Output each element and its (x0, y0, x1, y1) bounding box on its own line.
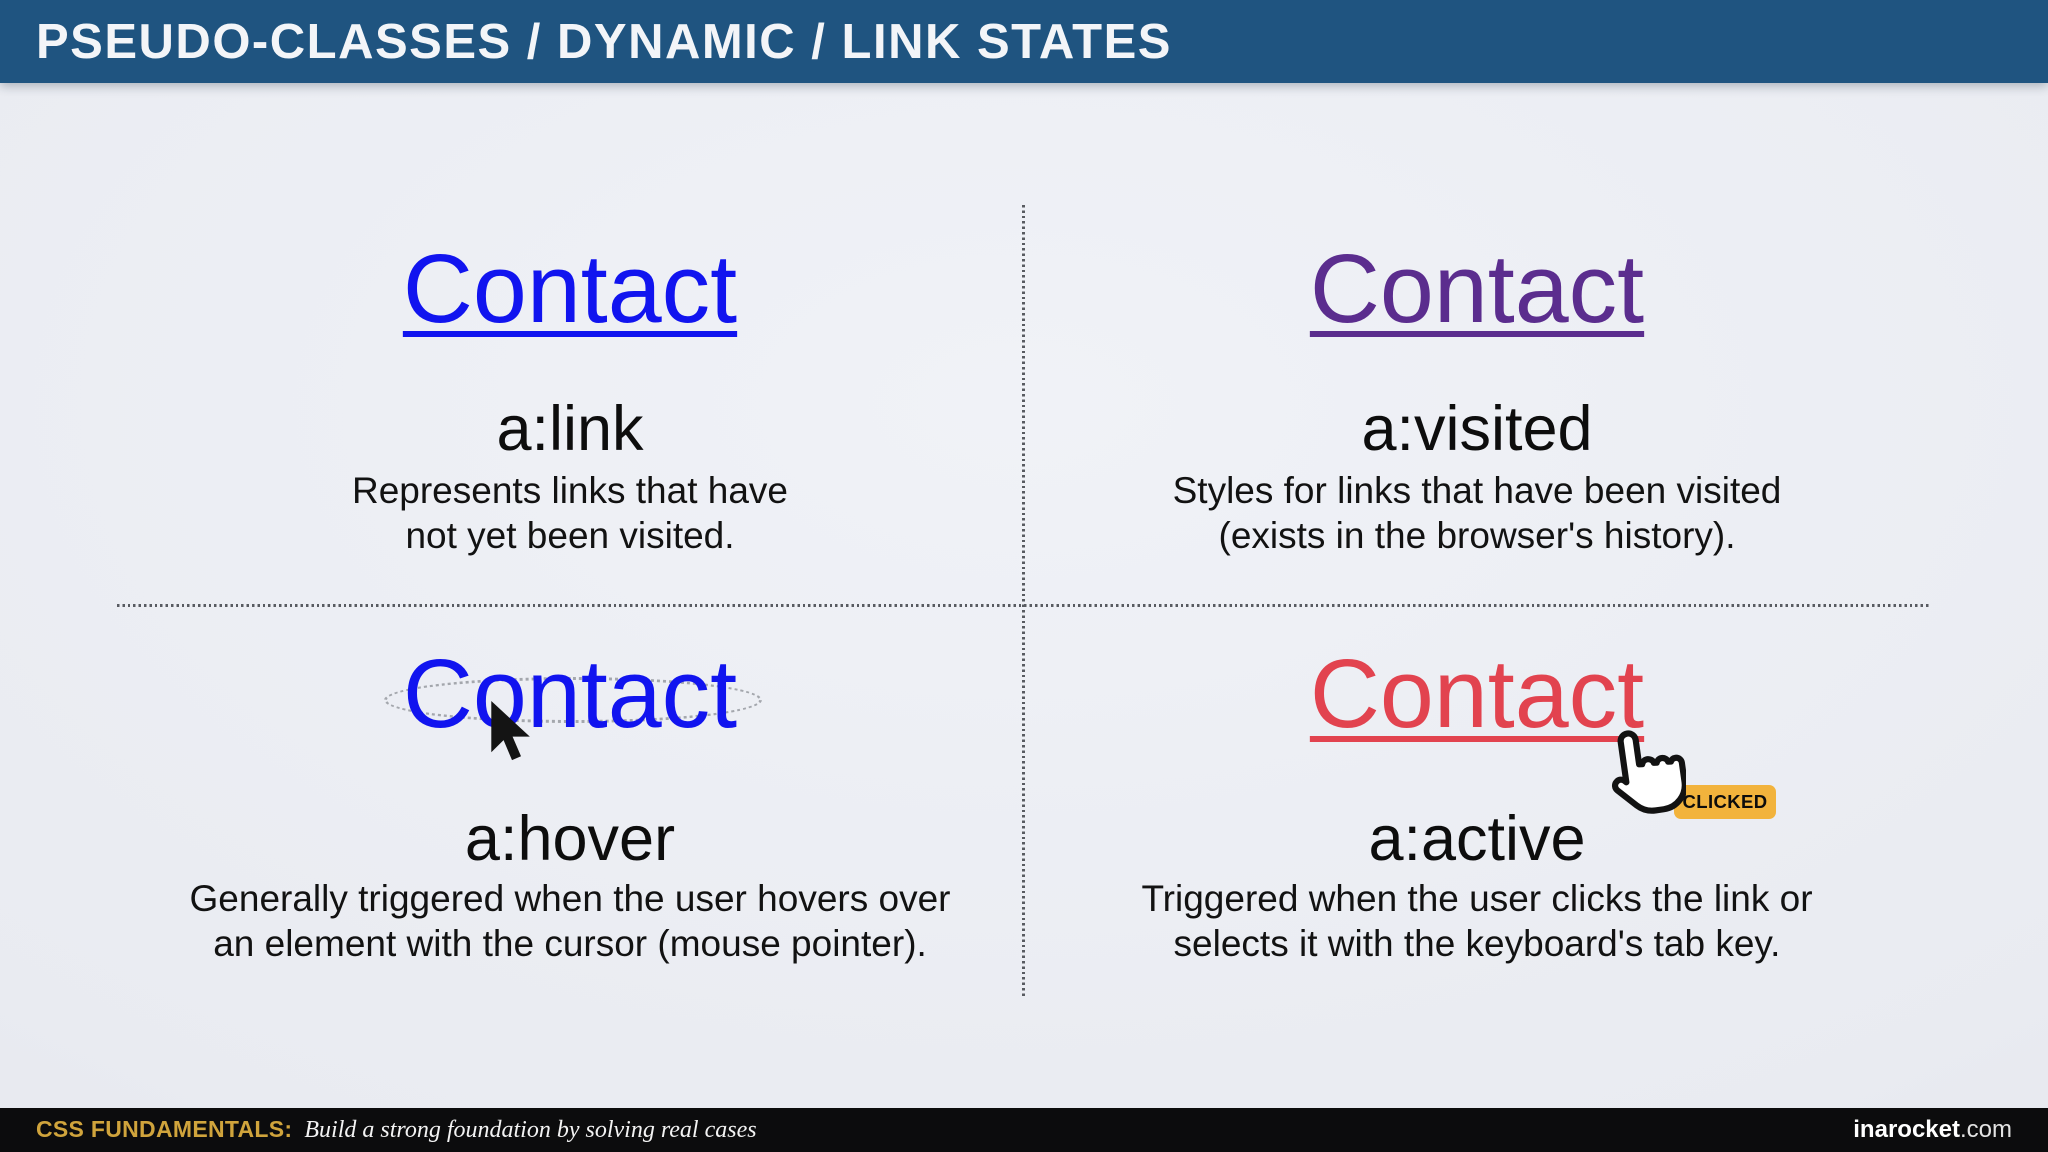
brand-link[interactable]: inarocket.com (1853, 1116, 2012, 1144)
description-line: Represents links that have (351, 470, 788, 511)
brand-name: inarocket (1853, 1116, 1960, 1143)
description-hover: Generally triggered when the user hovers… (117, 876, 1023, 966)
description-link: Represents links that have not yet been … (117, 468, 1023, 558)
hand-pointer-icon (1611, 730, 1686, 814)
selector-label-hover: a:hover (464, 804, 676, 874)
selector-label-visited: a:visited (1361, 394, 1593, 464)
description-line: not yet been visited. (405, 515, 735, 556)
course-label: CSS FUNDAMENTALS: (36, 1116, 293, 1142)
brand-tld: .com (1959, 1116, 2012, 1143)
clicked-badge: CLICKED (1674, 785, 1776, 819)
page-title: PSEUDO-CLASSES / DYNAMIC / LINK STATES (36, 14, 1172, 69)
description-line: (exists in the browser's history). (1218, 515, 1736, 556)
description-active: Triggered when the user clicks the link … (1024, 876, 1930, 966)
hover-highlight-ellipse (384, 677, 762, 723)
contact-link-unvisited[interactable]: Contact (402, 234, 738, 343)
description-line: Generally triggered when the user hovers… (189, 878, 951, 919)
contact-link-hovered[interactable]: Contact (402, 639, 738, 748)
divider-vertical (1022, 205, 1025, 997)
course-tagline: Build a strong foundation by solving rea… (304, 1117, 757, 1143)
mouse-pointer-icon (491, 701, 530, 761)
contact-link-visited[interactable]: Contact (1309, 234, 1645, 343)
contact-link-active[interactable]: Contact (1309, 639, 1645, 748)
selector-label-link: a:link (496, 394, 644, 464)
description-line: Triggered when the user clicks the link … (1141, 878, 1813, 919)
footer-course: CSS FUNDAMENTALS: Build a strong foundat… (36, 1116, 757, 1144)
description-line: selects it with the keyboard's tab key. (1173, 923, 1781, 964)
selector-label-active: a:active (1368, 804, 1586, 874)
footer-bar: CSS FUNDAMENTALS: Build a strong foundat… (0, 1108, 2048, 1152)
description-line: an element with the cursor (mouse pointe… (213, 923, 927, 964)
header-bar: PSEUDO-CLASSES / DYNAMIC / LINK STATES (0, 0, 2048, 83)
description-visited: Styles for links that have been visited … (1024, 468, 1930, 558)
description-line: Styles for links that have been visited (1172, 470, 1782, 511)
